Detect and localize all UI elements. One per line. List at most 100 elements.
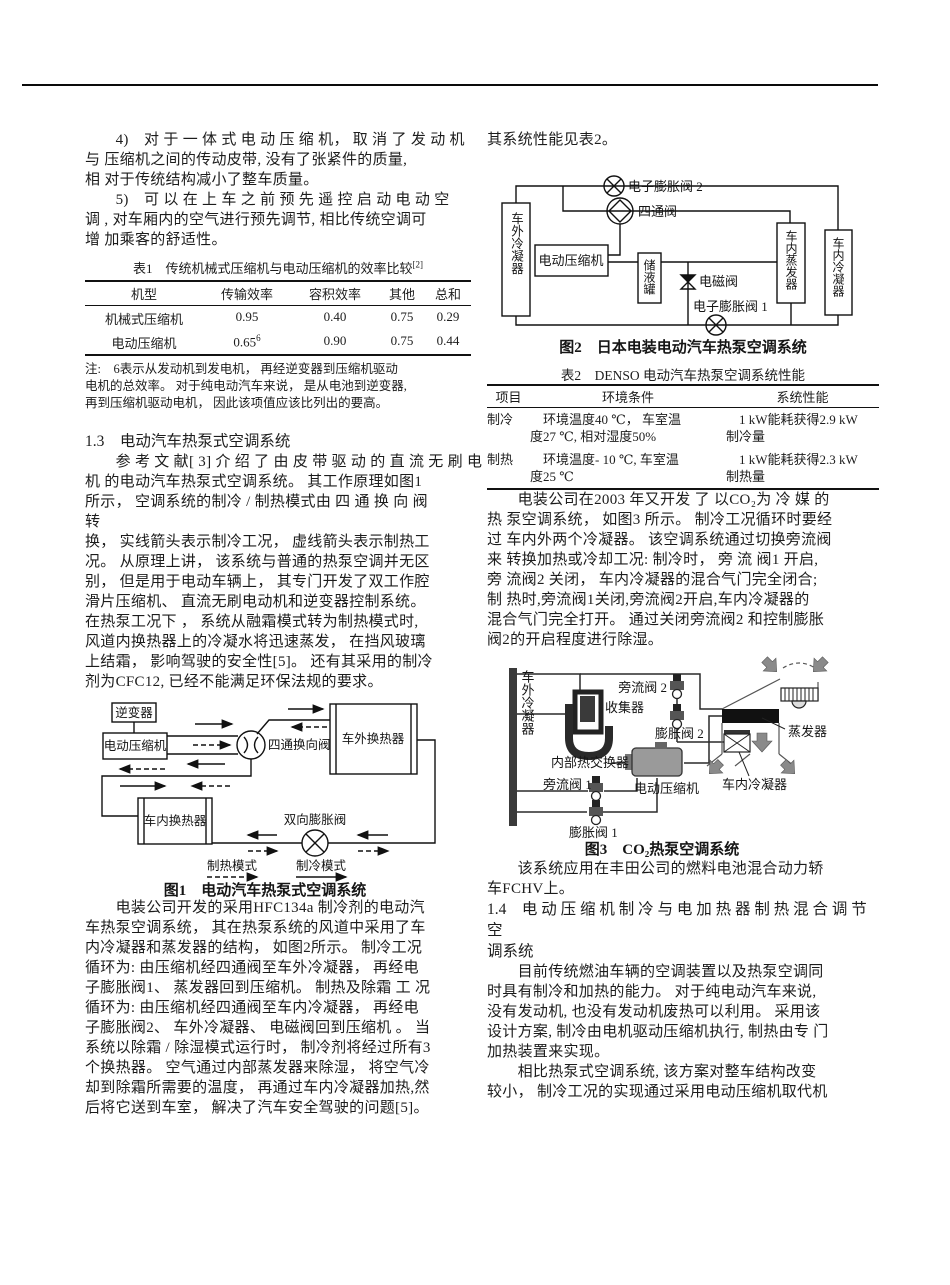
solenoid-valve-label: 电磁阀 [699, 274, 738, 289]
leader-lines [738, 717, 786, 777]
figure1-diagram: 逆变器 电动压缩机 四通换向阀 车外换热器 车内换热器 双向膨胀阀 制热模式 制… [101, 702, 436, 898]
table1-cell-value: 0.65 [233, 334, 257, 350]
table2: 项目 环境条件 系统性能 制冷 环境温度40 ℃， 车室温 度27 ℃, 相对湿… [487, 384, 879, 490]
table1-header-cell: 传输效率 [220, 287, 273, 302]
outdoor-condenser-label: 车外冷凝器 [520, 669, 535, 736]
paragraph-section14b: 相比热泵式空调系统, 该方案对整车结构改变 较小， 制冷工况的实现通过采用电动压… [487, 1064, 828, 1100]
indoor-condenser-label: 车内冷凝器 [722, 777, 787, 792]
paragraph-denso: 电装公司开发的采用HFC134a 制冷剂的电动汽 车热泵空调系统， 其在热泵系统… [85, 900, 431, 1116]
table2-header-cell: 环境条件 [601, 390, 654, 405]
indoor-condenser-graphic [723, 730, 751, 753]
bypass-valve2-icon [670, 674, 684, 700]
blower-graphic [780, 687, 819, 709]
table1-cell: 0.44 [436, 333, 460, 348]
expansion-valve-label: 双向膨胀阀 [284, 812, 347, 827]
table2-header-row: 项目 环境条件 系统性能 [487, 384, 879, 408]
table2-cell: 1 kW能耗获得2.9 kW 制冷量 [726, 412, 858, 444]
table1-header-cell: 其他 [388, 287, 415, 302]
figure1-pipes [101, 702, 436, 857]
compressor-box [102, 732, 168, 760]
table2-header-cell: 系统性能 [776, 390, 829, 405]
table1-row: 机械式压缩机 0.95 0.40 0.75 0.29 [85, 306, 471, 330]
expansion-valve2-label: 膨胀阀 2 [655, 726, 704, 741]
paragraph-item4: 4) 对 于 一 体 式 电 动 压 缩 机， 取 消 了 发 动 机 与 压缩… [85, 132, 465, 188]
inverter-label: 逆变器 [115, 705, 153, 720]
paragraph-intro: 其系统性能见表2。 [487, 132, 618, 148]
collector-label: 收集器 [605, 700, 644, 715]
four-way-valve-label: 四通换向阀 [268, 737, 331, 752]
airflow-arrows [709, 656, 829, 774]
table1-header-cell: 总和 [434, 287, 461, 302]
table2-row: 制冷 环境温度40 ℃， 车室温 度27 ℃, 相对湿度50% 1 kW能耗获得… [487, 408, 879, 448]
figure3-caption: 图3 CO₂热泵空调系统 [585, 840, 740, 858]
eev2-label: 电子膨胀阀 2 [628, 179, 703, 194]
indoor-evaporator-box [776, 222, 806, 304]
compressor-box [534, 244, 609, 277]
figure2: 车外冷凝器 电子膨胀阀 2 四通阀 电动压缩机 储液罐 电磁阀 电子膨胀阀 1 … [487, 158, 879, 358]
table1-cell-superscript: 6 [256, 333, 261, 343]
paragraph-co2: 电装公司在2003 年又开发 了 以CO₂为 冷 媒 的 热 泵空调系统， 如图… [487, 492, 833, 648]
table2-cell: 制冷 [487, 412, 514, 427]
outdoor-condenser-bar [509, 668, 517, 826]
table1: 机型 传输效率 容积效率 其他 总和 机械式压缩机 0.95 0.40 0.75… [85, 280, 471, 356]
section-heading-1-3: 1.3 电动汽车热泵式空调系统 [85, 433, 291, 450]
figure1-caption: 图1 电动汽车热泵式空调系统 [164, 881, 367, 898]
table1-caption-superscript: [2] [412, 259, 424, 270]
table1-cell: 0.95 [235, 309, 259, 324]
internal-hx-shape [565, 704, 613, 761]
compressor-label: 电动压缩机 [104, 738, 167, 753]
four-way-valve-icon [236, 730, 266, 760]
expansion-valve2-icon [670, 704, 684, 730]
table2-cell: 制热 [487, 452, 514, 467]
table1-header-cell: 机型 [130, 287, 157, 302]
heat-mode-legend: 制热模式 [207, 859, 258, 873]
figure2-diagram: 车外冷凝器 电子膨胀阀 2 四通阀 电动压缩机 储液罐 电磁阀 电子膨胀阀 1 … [501, 175, 853, 356]
receiver-box [637, 252, 662, 304]
section-heading-1-4: 1.4 电 动 压 缩 机 制 冷 与 电 加 热 器 制 热 混 合 调 节 … [487, 901, 867, 960]
internal-hx-label: 内部热交换器 [551, 755, 629, 770]
figure2-pipes [501, 175, 853, 336]
table1-cell: 机械式压缩机 [104, 312, 183, 327]
table1-cell: 0.75 [390, 309, 414, 324]
table1-cell: 0.40 [323, 309, 347, 324]
left-column: 4) 对 于 一 体 式 电 动 压 缩 机， 取 消 了 发 动 机 与 压缩… [85, 130, 482, 1118]
compressor-label: 电动压缩机 [634, 781, 699, 796]
compressor-graphic [625, 742, 683, 777]
outdoor-condenser-label: 车外冷凝器 [509, 211, 523, 275]
collector-core [580, 696, 595, 722]
figure3-labels: 车外冷凝器 旁流阀 2 收集器 膨胀阀 2 内部热交换器 电动压缩机 旁流阀 1… [520, 669, 828, 840]
table2-cell: 环境温度- 10 ℃, 车室温 度25 ℃ [530, 452, 679, 484]
table1-header-row: 机型 传输效率 容积效率 其他 总和 [85, 280, 471, 306]
expansion-valve1-icon [589, 800, 603, 826]
indoor-evaporator-label: 车内蒸发器 [784, 229, 798, 291]
table2-row: 制热 环境温度- 10 ℃, 车室温 度25 ℃ 1 kW能耗获得2.3 kW … [487, 448, 879, 488]
table1-cell: 0.656 [203, 333, 291, 352]
figure1: 逆变器 电动压缩机 四通换向阀 车外换热器 车内换热器 双向膨胀阀 制热模式 制… [85, 696, 471, 898]
outdoor-hx-label: 车外换热器 [342, 731, 405, 746]
table1-cell: 0.29 [436, 309, 460, 324]
paragraph-section14a: 目前传统燃油车辆的空调装置以及热泵空调同 时具有制冷和加热的能力。 对于纯电动汽… [487, 964, 829, 1060]
indoor-condenser-label: 车内冷凝器 [831, 236, 845, 298]
valve-icons [589, 674, 684, 826]
figure2-labels: 车外冷凝器 电子膨胀阀 2 四通阀 电动压缩机 储液罐 电磁阀 电子膨胀阀 1 … [509, 179, 845, 314]
paragraph-item5: 5) 可 以 在 上 车 之 前 预 先 遥 控 启 动 电 动 空 调 , 对… [85, 192, 450, 248]
table1-cell: 电动压缩机 [111, 336, 177, 351]
table1-caption: 表1 传统机械式压缩机与电动压缩机的效率比较[2] [85, 258, 471, 277]
table2-caption: 表2 DENSO 电动汽车热泵空调系统性能 [560, 368, 806, 383]
right-column: 其系统性能见表2。 [487, 130, 879, 1102]
four-way-valve-label: 四通阀 [638, 204, 677, 219]
compressor-label: 电动压缩机 [538, 253, 603, 268]
table1-cell: 0.75 [390, 333, 414, 348]
eev1-label: 电子膨胀阀 1 [693, 299, 768, 314]
figure3-diagram: 车外冷凝器 旁流阀 2 收集器 膨胀阀 2 内部热交换器 电动压缩机 旁流阀 1… [509, 656, 829, 858]
table1-caption-text: 表1 传统机械式压缩机与电动压缩机的效率比较 [132, 261, 413, 276]
figure3: 车外冷凝器 旁流阀 2 收集器 膨胀阀 2 内部热交换器 电动压缩机 旁流阀 1… [487, 654, 879, 859]
bypass-valve1-label: 旁流阀 1 [543, 777, 592, 792]
figure1-flow-arrows [118, 704, 390, 882]
indoor-hx-label: 车内换热器 [144, 813, 207, 828]
table2-header-cell: 项目 [495, 390, 522, 405]
table1-header-cell: 容积效率 [308, 287, 361, 302]
table1-cell: 0.90 [323, 333, 347, 348]
table1-note: 注: 6表示从发动机到发电机， 再经逆变器到压缩机驱动 电机的总效率。 对于纯电… [85, 362, 407, 410]
